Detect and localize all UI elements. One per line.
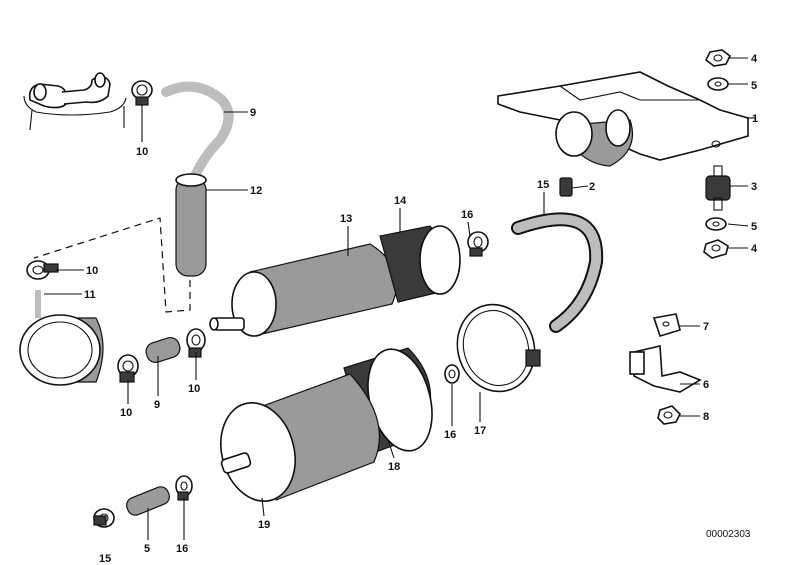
callout-9-top: 9 <box>250 107 256 119</box>
callout-10-mid: 10 <box>188 383 200 395</box>
image-code: 00002303 <box>706 529 751 540</box>
callout-5-top: 5 <box>751 80 757 92</box>
hose-clamp-16-top <box>467 231 489 257</box>
callout-10-bottom: 10 <box>120 407 132 419</box>
callout-18: 18 <box>388 461 400 473</box>
leader-lines <box>44 57 756 540</box>
callout-4-bottom: 4 <box>751 243 758 255</box>
hose-clamp-10-top <box>131 80 153 106</box>
callout-5-cutoff: 5 <box>144 543 150 555</box>
bracket-6 <box>629 345 702 393</box>
callout-19: 19 <box>258 519 270 531</box>
hose-clamp-10-left <box>26 260 59 280</box>
fuel-hose-15 <box>511 212 604 333</box>
bracket-1 <box>497 71 749 167</box>
callout-1: 1 <box>752 113 758 125</box>
callout-9-bottom: 9 <box>154 399 160 411</box>
fuel-hose-9-curved <box>161 81 234 183</box>
callout-8: 8 <box>703 411 709 423</box>
callout-7: 7 <box>703 321 709 333</box>
nut-4-bottom <box>703 239 729 259</box>
callout-5-bottom: 5 <box>751 221 757 233</box>
clip-7 <box>652 313 681 337</box>
callout-2: 2 <box>589 181 595 193</box>
clamp-ring-17 <box>456 303 541 393</box>
screw-8 <box>657 405 681 425</box>
callout-17: 17 <box>474 425 486 437</box>
fuel-filter-19 <box>220 373 380 502</box>
hose-clamp-16-mid <box>444 364 460 384</box>
hose-clamp-bottom-left <box>93 508 115 528</box>
callout-10-left: 10 <box>86 265 98 277</box>
hose-clamp-10-bottom <box>117 354 139 383</box>
rubber-mount-14 <box>379 225 461 303</box>
fuel-hose-bottom <box>126 486 170 516</box>
fuel-filter-11 <box>19 314 104 386</box>
washer-5-bottom <box>705 217 727 231</box>
callout-16-bottom: 16 <box>176 543 188 555</box>
callout-11: 11 <box>84 289 96 301</box>
callout-16-top: 16 <box>461 209 473 221</box>
bolt-2 <box>559 177 573 197</box>
pipe-fitting-assembly <box>23 72 127 131</box>
callout-12: 12 <box>250 185 262 197</box>
callout-15-cutoff: 15 <box>99 553 111 565</box>
callout-3: 3 <box>751 181 757 193</box>
washer-5-top <box>707 77 729 91</box>
callout-16-mid: 16 <box>444 429 456 441</box>
callout-6: 6 <box>703 379 709 391</box>
callout-labels: 1 2 3 4 4 5 5 6 7 8 9 9 10 10 10 10 11 1… <box>84 53 758 565</box>
hose-clamp-16-bottom <box>175 475 193 501</box>
fuel-hose-12 <box>175 173 207 277</box>
callout-13: 13 <box>340 213 352 225</box>
callout-4-top: 4 <box>751 53 758 65</box>
fuel-pump-13 <box>209 243 398 337</box>
callout-10-top: 10 <box>136 146 148 158</box>
rubber-mount-3 <box>705 165 731 211</box>
callout-15: 15 <box>537 179 549 191</box>
callout-14: 14 <box>394 195 407 207</box>
hose-clamp-10-mid <box>186 328 206 358</box>
nut-4-top <box>704 49 732 67</box>
fuel-hose-9-short <box>145 336 181 364</box>
